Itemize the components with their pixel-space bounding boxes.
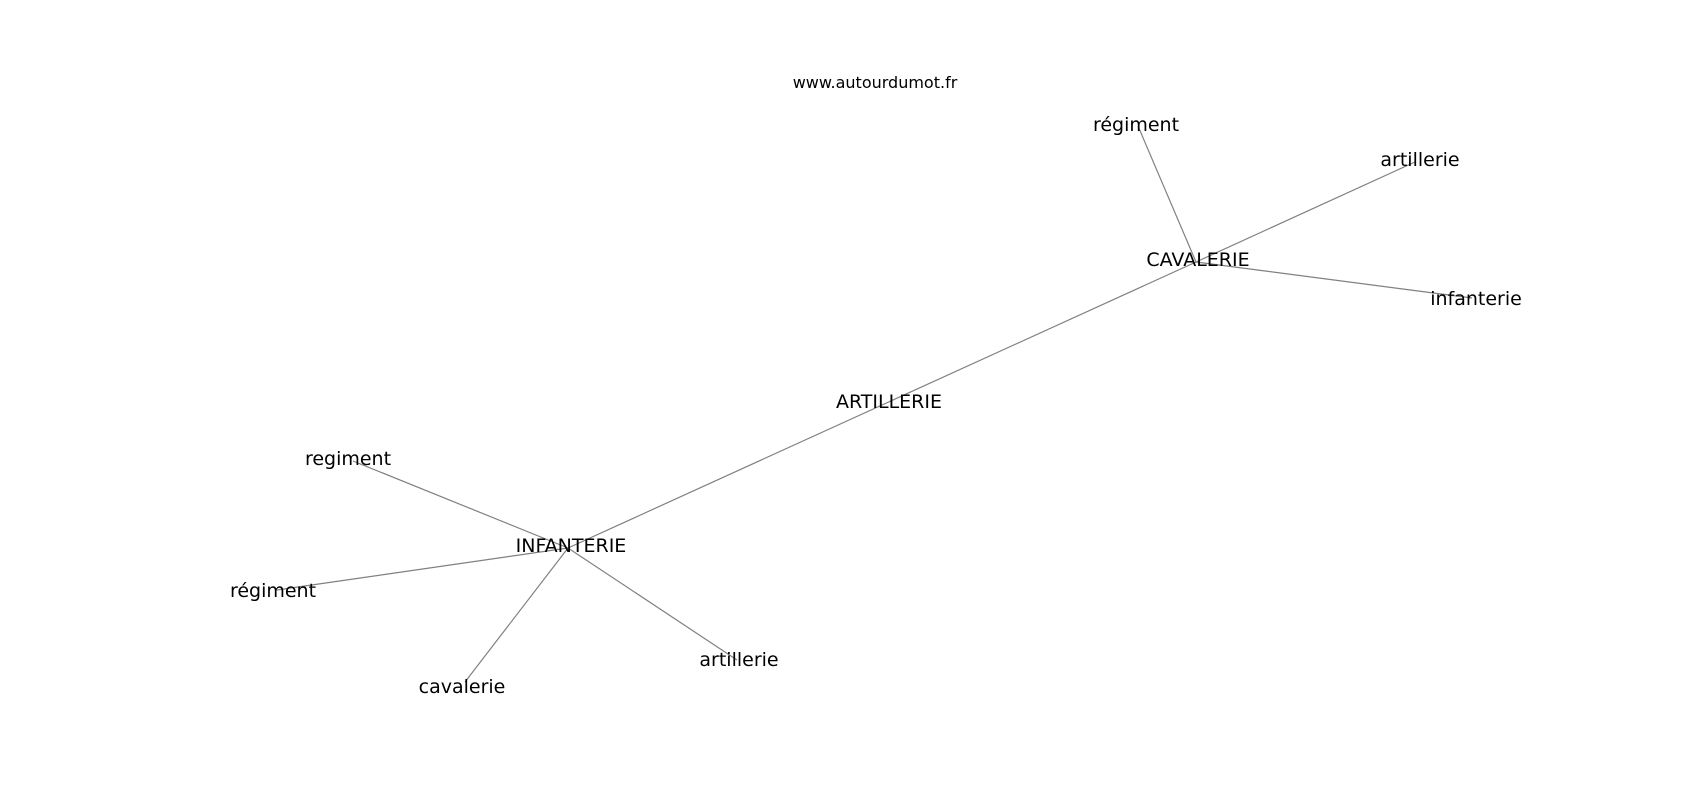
edge-infanterie_hub-cavalerie_hub xyxy=(567,261,1197,549)
edge-cavalerie_hub-cav_regiment_acc xyxy=(1137,125,1197,263)
edge-infanterie_hub-inf_regiment_acc xyxy=(276,547,569,591)
node-label-cavalerie-hub[interactable]: CAVALERIE xyxy=(1146,249,1249,271)
edge-infanterie_hub-inf_artillerie xyxy=(567,547,738,661)
node-label-inf-cavalerie[interactable]: cavalerie xyxy=(419,676,506,698)
node-label-cav-artillerie[interactable]: artillerie xyxy=(1380,149,1459,171)
site-url-label: www.autourdumot.fr xyxy=(793,73,958,92)
node-label-inf-regiment-acc[interactable]: régiment xyxy=(230,580,316,602)
node-label-cav-infanterie[interactable]: infanterie xyxy=(1430,288,1522,310)
node-label-inf-artillerie[interactable]: artillerie xyxy=(699,649,778,671)
edge-cavalerie_hub-cav_artillerie xyxy=(1195,161,1416,263)
edge-cavalerie_hub-cav_infanterie xyxy=(1195,261,1473,299)
graph-edges xyxy=(276,125,1473,683)
edge-infanterie_hub-inf_regiment xyxy=(352,460,569,549)
node-label-artillerie-center[interactable]: ARTILLERIE xyxy=(836,391,942,413)
graph-labels: ARTILLERIE CAVALERIE INFANTERIE régiment art… xyxy=(230,114,1522,698)
node-label-infanterie-hub[interactable]: INFANTERIE xyxy=(516,535,627,557)
node-label-inf-regiment[interactable]: regiment xyxy=(305,448,391,470)
node-label-cav-regiment-acc[interactable]: régiment xyxy=(1093,114,1179,136)
edge-infanterie_hub-inf_cavalerie xyxy=(464,547,569,683)
